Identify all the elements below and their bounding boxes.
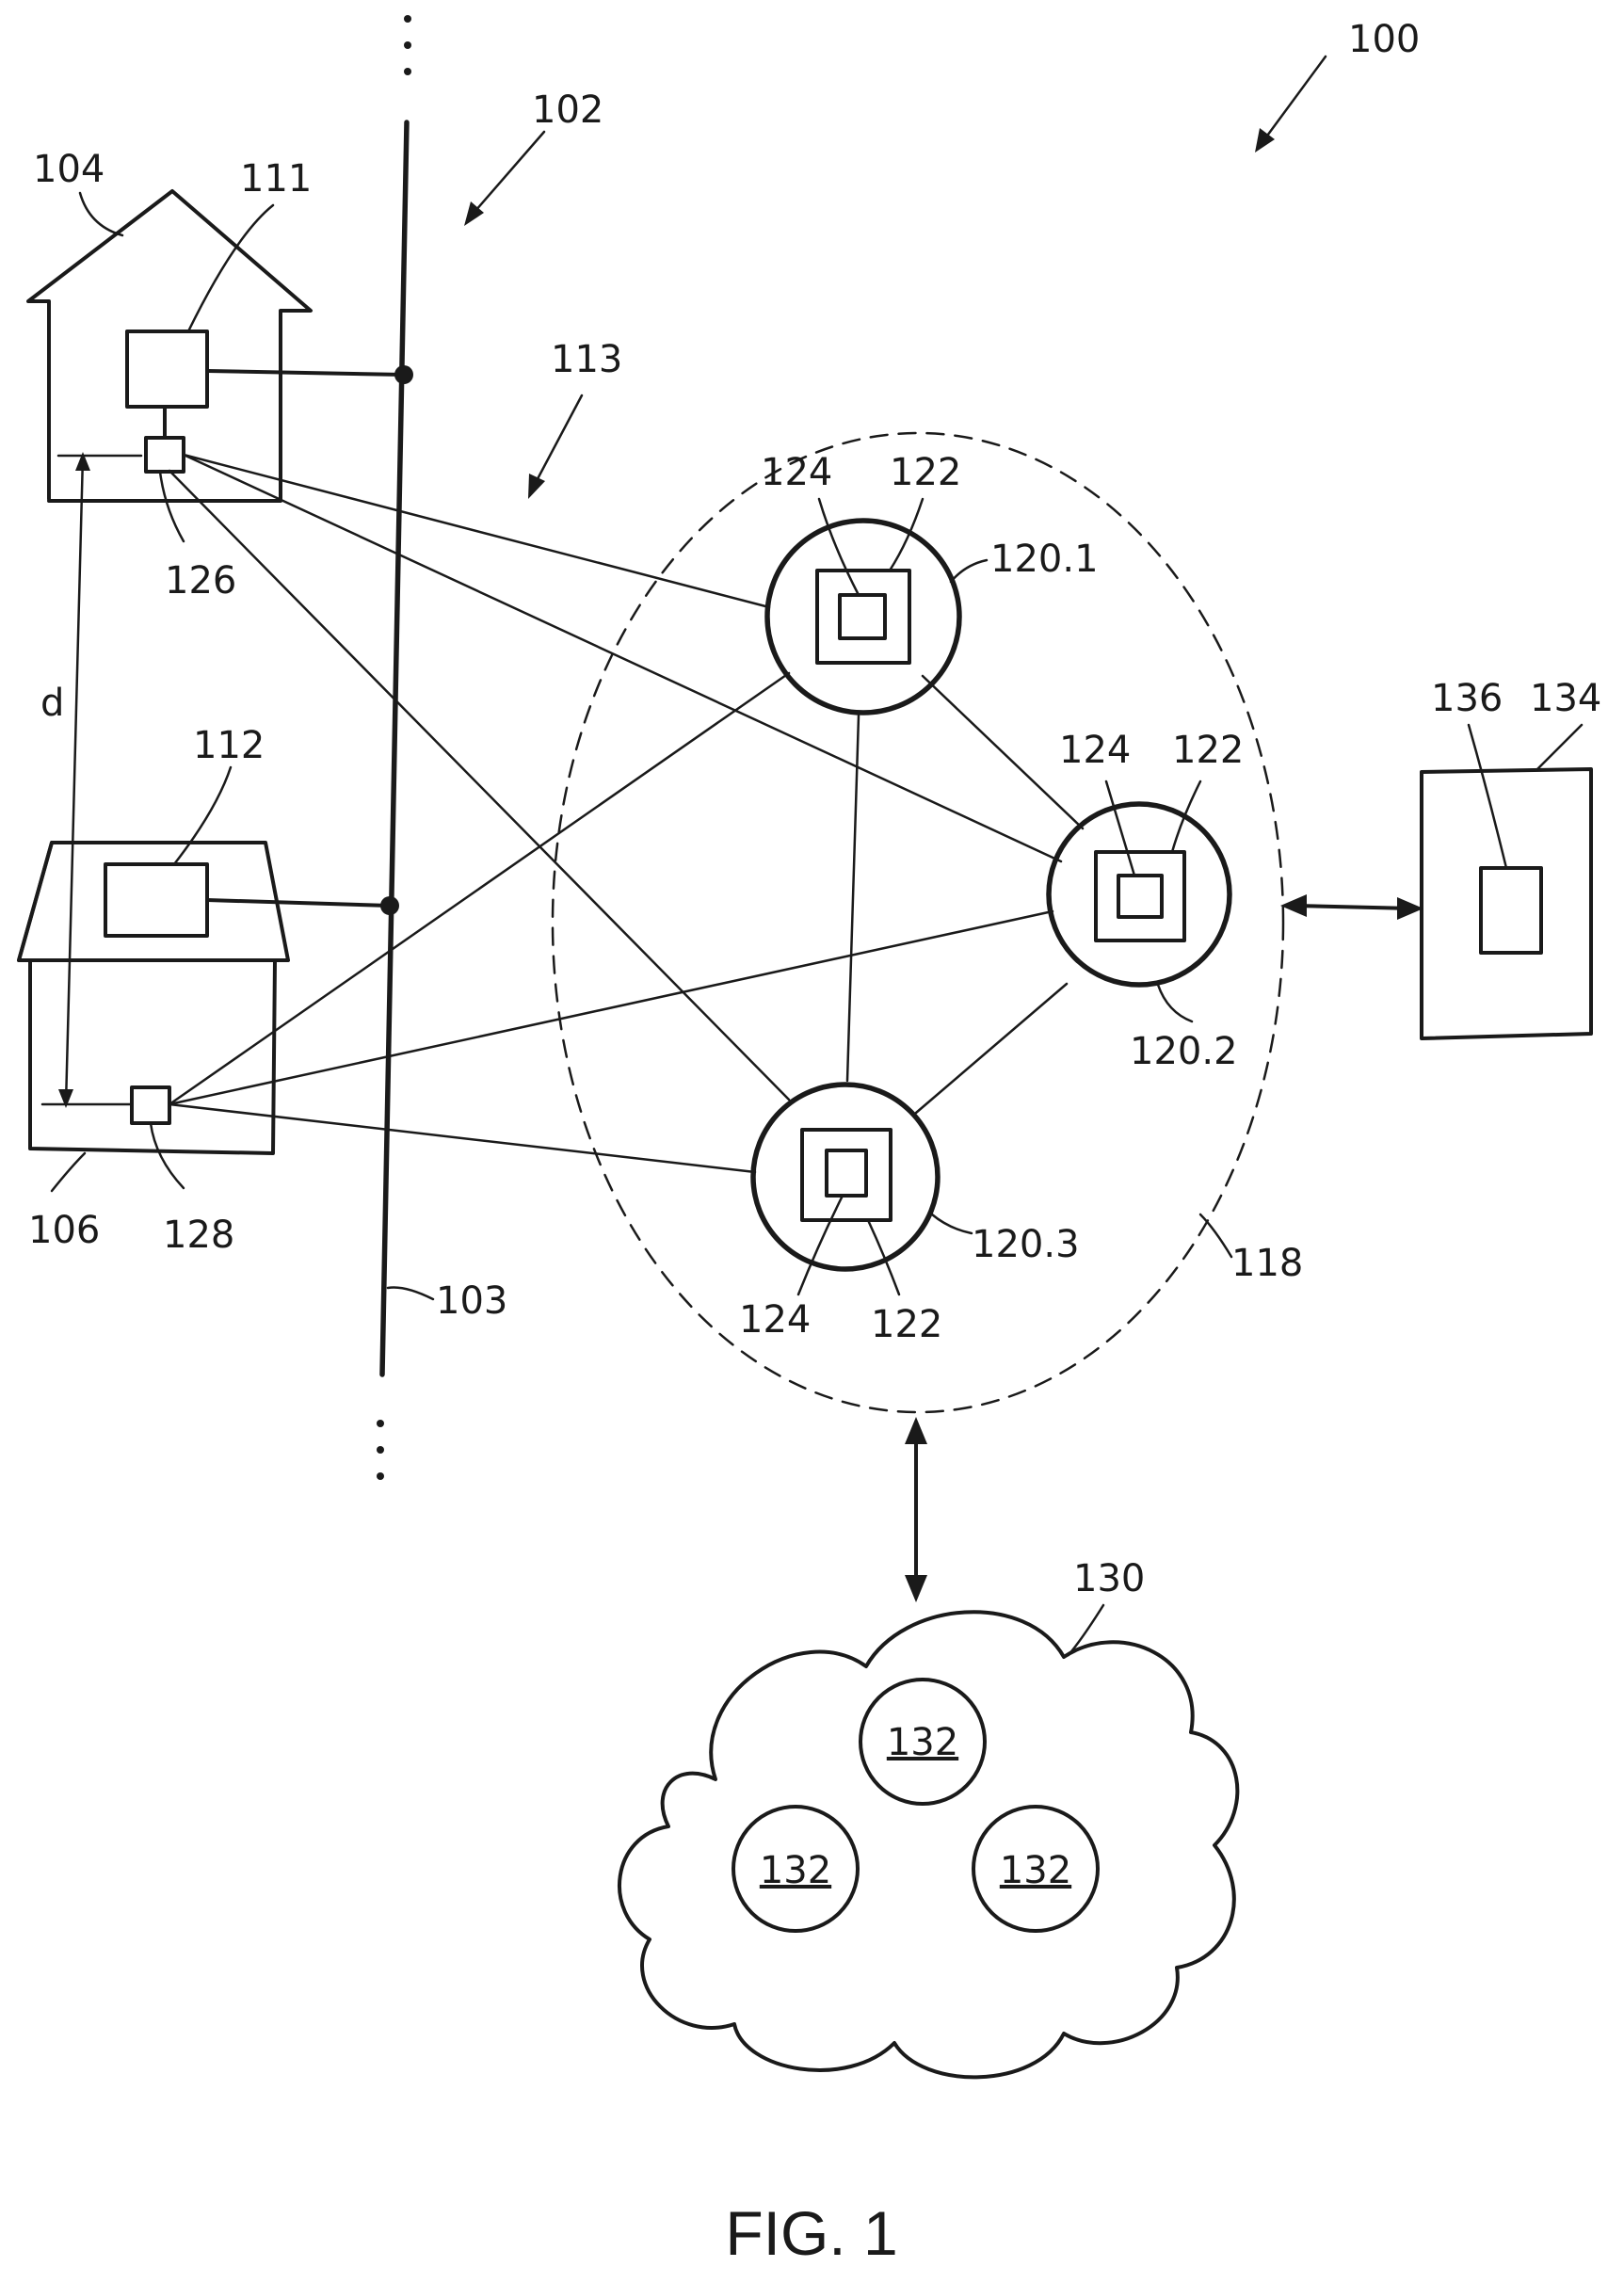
- label-100: 100: [1348, 18, 1420, 61]
- label-118: 118: [1231, 1242, 1303, 1285]
- memory-122-node-1: [817, 571, 909, 663]
- label-136: 136: [1431, 677, 1503, 720]
- label-128: 128: [163, 1214, 234, 1257]
- leader-lines: [52, 56, 1582, 1655]
- house-104: [28, 191, 404, 501]
- label-130: 130: [1073, 1557, 1145, 1600]
- label-124-node-3: 124: [739, 1298, 811, 1342]
- reference-labels: 100 102 104 111 113 126 d 112 106 128 10…: [28, 18, 1601, 1892]
- cloud-130: [619, 1612, 1237, 2077]
- label-122-node-3: 122: [871, 1303, 942, 1346]
- distance-marker: [42, 452, 141, 1108]
- external-device-134: [1422, 769, 1591, 1038]
- device-126: [146, 438, 184, 472]
- label-132-right: 132: [1000, 1849, 1071, 1892]
- node-120-1: [767, 521, 959, 713]
- meter-111: [127, 331, 207, 407]
- label-120-1: 120.1: [990, 538, 1099, 581]
- label-106: 106: [28, 1209, 100, 1252]
- label-122-node-1: 122: [890, 451, 961, 494]
- processor-124-node-1: [840, 595, 885, 638]
- processor-124-node-3: [827, 1150, 866, 1196]
- arrow-nodes-to-cloud: [905, 1417, 927, 1602]
- label-d: d: [40, 682, 64, 725]
- memory-122-node-3: [802, 1130, 891, 1220]
- label-122-node-2: 122: [1172, 729, 1244, 772]
- label-132-top: 132: [887, 1721, 958, 1764]
- figure-caption: FIG. 1: [725, 2198, 897, 2268]
- arrow-nodes-to-device: [1280, 894, 1423, 920]
- label-111: 111: [240, 157, 312, 201]
- label-120-2: 120.2: [1130, 1030, 1238, 1073]
- reference-arrowheads: [464, 128, 1275, 499]
- label-124-node-1: 124: [761, 451, 832, 494]
- label-112: 112: [193, 724, 265, 767]
- memory-122-node-2: [1096, 852, 1184, 941]
- label-120-3: 120.3: [972, 1223, 1080, 1266]
- processor-124-node-2: [1118, 876, 1162, 917]
- connections: [169, 455, 1083, 1172]
- device-128: [132, 1087, 169, 1123]
- node-120-2: [1049, 804, 1230, 985]
- module-136: [1481, 868, 1541, 953]
- label-132-left: 132: [760, 1849, 831, 1892]
- label-134: 134: [1530, 677, 1601, 720]
- label-104: 104: [33, 148, 105, 191]
- node-120-3: [753, 1085, 938, 1269]
- power-grid-line: [377, 15, 413, 1480]
- label-113: 113: [551, 338, 622, 381]
- house-106: [19, 843, 390, 1153]
- label-126: 126: [165, 559, 236, 603]
- label-102: 102: [532, 88, 603, 132]
- label-103: 103: [436, 1279, 507, 1323]
- label-124-node-2: 124: [1059, 729, 1131, 772]
- meter-112: [105, 864, 207, 936]
